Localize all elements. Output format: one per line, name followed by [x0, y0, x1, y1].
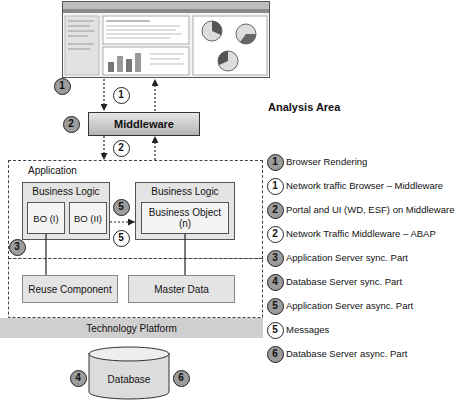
- application-region: ApplicationBusiness LogicBO (I)BO (II)Bu…: [8, 160, 263, 259]
- callout-number: 3: [267, 250, 284, 267]
- legend-text: Messages: [286, 324, 466, 335]
- node-label: BO (II): [74, 213, 102, 224]
- node-label: Business Logic: [32, 186, 99, 197]
- legend-text: Network Traffic Middleware – ABAP: [286, 228, 466, 239]
- legend-text: Network traffic Browser – Middleware: [286, 180, 466, 191]
- dotted-message-arrow: [110, 221, 135, 222]
- node-label: Reuse Component: [28, 284, 111, 295]
- callout-number: 5: [113, 199, 130, 216]
- business-object-box: Business Object (n): [141, 202, 229, 234]
- callout-number: 5: [267, 298, 284, 315]
- legend-text: Portal and UI (WD, ESF) on Middleware: [286, 204, 466, 215]
- master-data-box: Master Data: [128, 275, 235, 303]
- callout-number: 2: [63, 116, 80, 133]
- callout-number: 3: [9, 239, 26, 256]
- node-label: Application: [28, 165, 262, 176]
- node-label: Technology Platform: [86, 323, 177, 334]
- legend-text: Database Server async. Part: [286, 348, 466, 359]
- callout-number: 5: [267, 322, 284, 339]
- technology-platform-band: Technology Platform: [0, 318, 263, 338]
- node-label: BO (I): [33, 213, 58, 224]
- business-object-box: BO (I): [27, 202, 65, 234]
- node-label: Middleware: [114, 119, 174, 130]
- dotted-arrow: [154, 79, 155, 111]
- callout-number: 6: [173, 370, 190, 387]
- business-object-box: BO (II): [69, 202, 107, 234]
- legend-heading: Analysis Area: [268, 101, 340, 113]
- database-cylinder: Database: [88, 346, 170, 400]
- dotted-flow-arrow: [154, 136, 155, 160]
- dotted-flow-arrow: [103, 136, 104, 160]
- reuse-component-box: Reuse Component: [22, 275, 118, 303]
- middleware-box: Middleware: [88, 112, 200, 136]
- callout-number: 1: [113, 87, 130, 104]
- cylinder-outline: [88, 346, 170, 400]
- callout-number: 6: [267, 346, 284, 363]
- node-label: Business Object (n): [144, 207, 226, 229]
- legend-text: Browser Rendering: [286, 156, 466, 167]
- node-label: Business Logic: [151, 186, 218, 197]
- connector-line: [184, 234, 185, 275]
- callout-number: 2: [267, 226, 284, 243]
- business-logic-box: Business LogicBusiness Object (n): [135, 182, 235, 240]
- legend-text: Database Server sync. Part: [286, 276, 466, 287]
- dotted-arrow: [103, 79, 104, 111]
- legend-text: Application Server async. Part: [286, 300, 466, 311]
- legend-text: Application Server sync. Part: [286, 252, 466, 263]
- node-label: Database: [108, 374, 151, 385]
- callout-number: 4: [70, 370, 87, 387]
- connector-line: [45, 234, 46, 275]
- node-label: Master Data: [154, 284, 208, 295]
- browser-screenshot: [63, 2, 270, 78]
- dashed-region: [9, 259, 263, 318]
- callout-number: 1: [54, 78, 71, 95]
- callout-number: 2: [113, 140, 130, 157]
- callout-number: 5: [113, 230, 130, 247]
- callout-number: 2: [267, 202, 284, 219]
- callout-number: 1: [267, 154, 284, 171]
- callout-number: 4: [267, 274, 284, 291]
- callout-number: 1: [267, 178, 284, 195]
- business-logic-box: Business Logic BO (I) BO (II): [22, 182, 110, 240]
